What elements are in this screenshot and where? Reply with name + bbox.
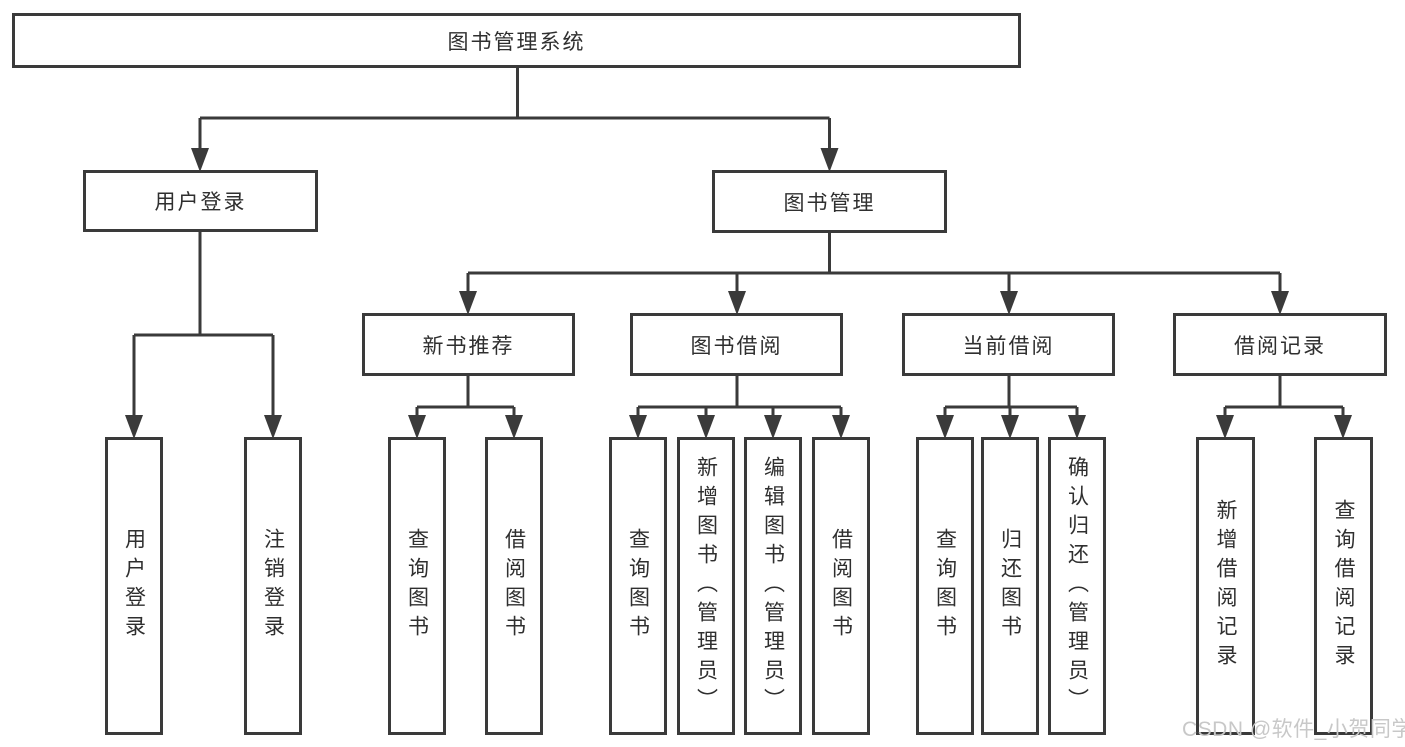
node-current-borrowing-label: 当前借阅 xyxy=(962,334,1055,358)
arrowhead xyxy=(1068,415,1086,439)
node-leaf-add-book-admin-label: 新增图书（管理员） xyxy=(694,455,718,717)
arrowhead xyxy=(728,291,746,315)
node-leaf-query-borrow-record: 查询借阅记录 xyxy=(1314,437,1373,735)
arrowhead xyxy=(936,415,954,439)
node-leaf-query-book-borrowing: 查询图书 xyxy=(609,437,667,735)
node-leaf-edit-book-admin: 编辑图书（管理员） xyxy=(744,437,802,735)
node-leaf-add-borrow-record: 新增借阅记录 xyxy=(1196,437,1255,735)
node-book-borrowing-label: 图书借阅 xyxy=(690,334,783,358)
node-leaf-return-book: 归还图书 xyxy=(981,437,1039,735)
node-leaf-query-book-current-label: 查询图书 xyxy=(933,528,957,644)
node-leaf-query-book-recommend: 查询图书 xyxy=(388,437,446,735)
node-current-borrowing: 当前借阅 xyxy=(902,313,1115,376)
arrowhead xyxy=(1271,291,1289,315)
node-root: 图书管理系统 xyxy=(12,13,1021,68)
arrowhead xyxy=(408,415,426,439)
arrowhead xyxy=(697,415,715,439)
node-borrowing-records: 借阅记录 xyxy=(1173,313,1387,376)
arrowhead xyxy=(1001,415,1019,439)
node-leaf-logout: 注销登录 xyxy=(244,437,302,735)
node-leaf-query-book-current: 查询图书 xyxy=(916,437,974,735)
node-leaf-user-login: 用户登录 xyxy=(105,437,163,735)
node-leaf-logout-label: 注销登录 xyxy=(261,528,285,644)
node-leaf-query-book-recommend-label: 查询图书 xyxy=(405,528,429,644)
node-root-label: 图书管理系统 xyxy=(447,30,586,54)
node-leaf-return-book-label: 归还图书 xyxy=(998,528,1022,644)
node-leaf-query-borrow-record-label: 查询借阅记录 xyxy=(1332,499,1355,673)
node-leaf-edit-book-admin-label: 编辑图书（管理员） xyxy=(761,455,785,717)
node-user-login: 用户登录 xyxy=(83,170,318,232)
node-leaf-query-book-borrowing-label: 查询图书 xyxy=(626,528,650,644)
node-book-borrowing: 图书借阅 xyxy=(630,313,843,376)
node-leaf-user-login-label: 用户登录 xyxy=(122,528,146,644)
arrowhead xyxy=(1334,415,1352,439)
node-leaf-borrow-book-borrowing-label: 借阅图书 xyxy=(829,528,853,644)
arrowhead xyxy=(505,415,523,439)
node-leaf-borrow-book-recommend-label: 借阅图书 xyxy=(502,528,526,644)
arrowhead xyxy=(264,415,282,439)
node-book-management: 图书管理 xyxy=(712,170,947,233)
node-leaf-borrow-book-recommend: 借阅图书 xyxy=(485,437,543,735)
node-leaf-borrow-book-borrowing: 借阅图书 xyxy=(812,437,870,735)
node-leaf-add-borrow-record-label: 新增借阅记录 xyxy=(1214,499,1237,673)
arrowhead xyxy=(1216,415,1234,439)
node-new-book-recommend: 新书推荐 xyxy=(362,313,575,376)
arrowhead xyxy=(832,415,850,439)
arrowhead xyxy=(629,415,647,439)
node-leaf-confirm-return-admin-label: 确认归还（管理员） xyxy=(1065,455,1089,717)
arrowhead xyxy=(459,291,477,315)
node-borrowing-records-label: 借阅记录 xyxy=(1234,334,1326,358)
arrowhead xyxy=(1000,291,1018,315)
node-user-login-label: 用户登录 xyxy=(154,191,247,214)
node-new-book-recommend-label: 新书推荐 xyxy=(422,334,515,358)
node-leaf-add-book-admin: 新增图书（管理员） xyxy=(677,437,735,735)
node-book-management-label: 图书管理 xyxy=(783,191,876,215)
node-leaf-confirm-return-admin: 确认归还（管理员） xyxy=(1048,437,1106,735)
arrowhead xyxy=(191,148,209,172)
arrowhead xyxy=(820,148,839,172)
arrowhead xyxy=(125,415,143,439)
arrowhead xyxy=(764,415,782,439)
csdn-watermark: CSDN @软件_小贺同学 xyxy=(1182,718,1405,741)
